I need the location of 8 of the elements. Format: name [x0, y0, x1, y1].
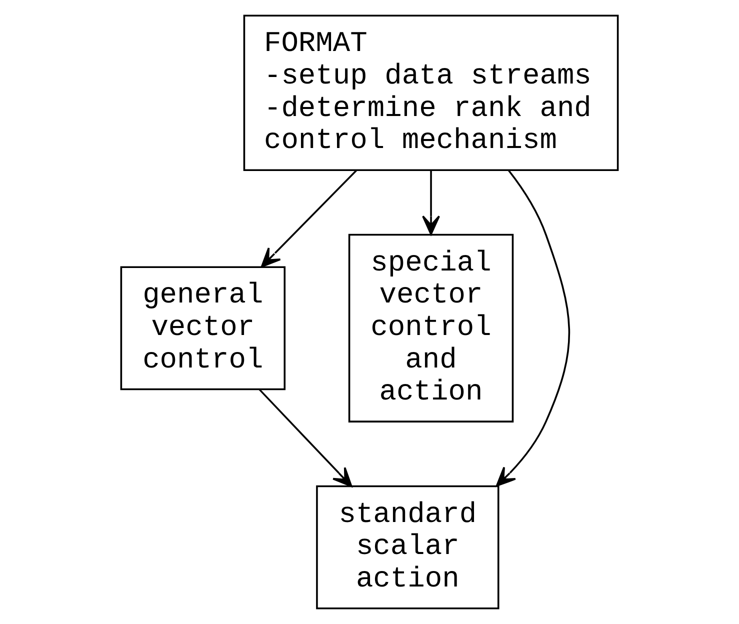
node-box: general vector control [120, 266, 286, 390]
node-box: special vector control and action [348, 234, 514, 422]
node-box: FORMAT -setup data streams -determine rank and control mechanism [243, 14, 619, 171]
arrow [422, 170, 440, 236]
arrow [260, 170, 357, 268]
node-box: standard scalar action [316, 485, 500, 610]
arrow [496, 170, 570, 487]
arrow [258, 388, 352, 488]
